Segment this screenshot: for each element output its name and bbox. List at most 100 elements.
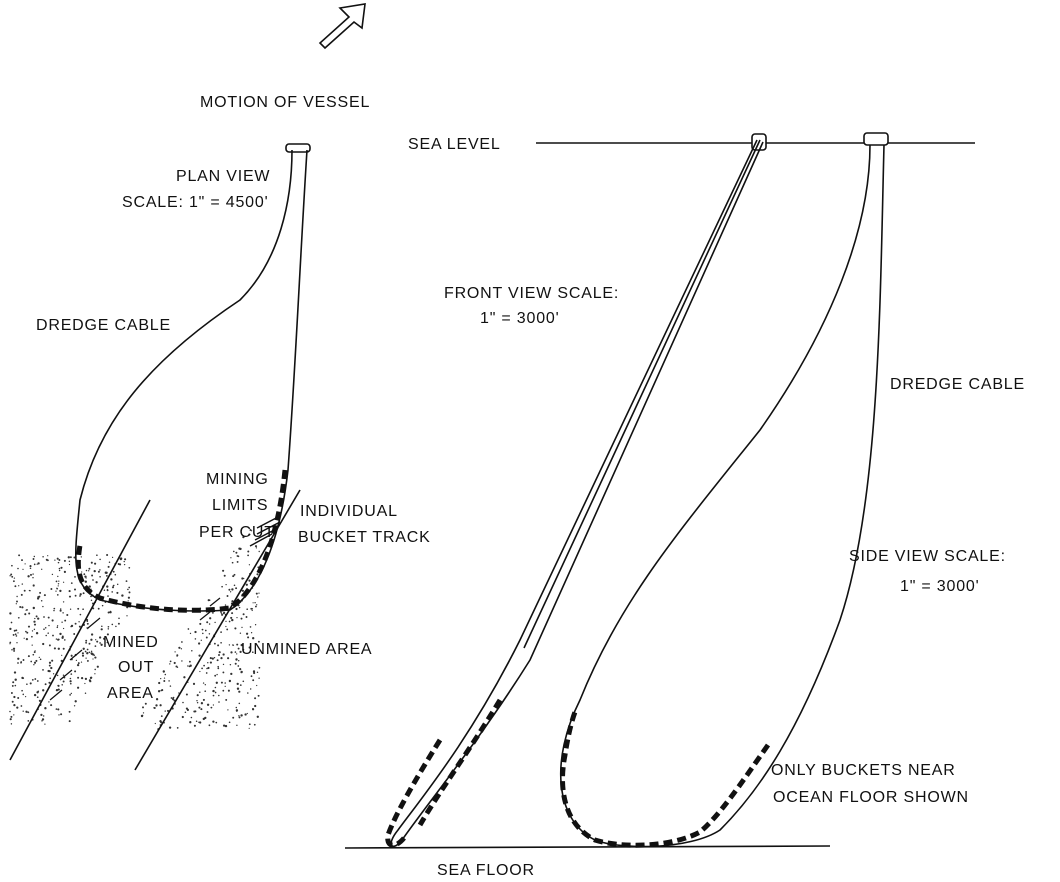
stipple-dot [30,660,33,663]
stipple-dot [94,673,96,675]
stipple-dot [22,710,24,712]
stipple-dot [47,669,50,673]
stipple-dot [176,666,179,668]
stipple-dot [128,566,131,569]
stipple-dot [19,606,22,608]
stipple-dot [119,557,123,561]
stipple-dot [89,680,92,683]
stipple-dot [154,722,156,725]
stipple-dot [35,615,38,618]
stipple-dot [54,559,56,561]
stipple-dot [12,633,15,636]
mining-limits-label-1: MINING [206,471,269,488]
stipple-dot [79,595,81,597]
stipple-dot [48,661,52,664]
stipple-dot [249,528,252,532]
stipple-dot [99,569,101,571]
stipple-dot [33,623,37,626]
side-view-label-2: 1" = 3000' [900,578,979,595]
plan-bucket-track [75,469,288,613]
stipple-dot [256,604,258,606]
stipple-dot [218,654,220,656]
stipple-dot [106,633,109,636]
stipple-dot [9,575,11,577]
stipple-dot [217,667,220,670]
stipple-dot [53,607,56,610]
stipple-dot [17,662,19,664]
stipple-dot [232,716,235,719]
stipple-dot [52,634,54,637]
stipple-dot [92,579,94,581]
front-dredge-cable [390,139,764,848]
stipple-dot [111,556,114,559]
mining-limits-label-2: LIMITS [212,497,268,514]
stipple-dot [199,622,202,625]
stipple-dot [101,604,104,607]
stipple-dot [15,603,17,605]
stipple-dot [250,607,253,610]
stipple-dot [210,706,213,709]
stipple-dot [59,608,62,610]
stipple-dot [248,723,251,726]
stipple-dot [62,612,64,614]
stipple-dot [218,651,221,654]
stipple-dot [123,563,126,566]
stipple-dot [201,628,204,631]
stipple-dot [53,609,55,612]
stipple-dot [86,652,89,655]
stipple-dot [188,660,191,663]
stipple-dot [170,697,173,699]
stipple-dot [13,629,16,632]
stipple-dot [61,621,63,623]
stipple-dot [11,648,13,651]
stipple-dot [233,573,236,576]
stipple-dot [214,621,216,624]
stipple-dot [258,677,260,679]
stipple-dot [39,591,42,594]
motion-arrow-icon [318,3,366,50]
stipple-dot [227,709,229,711]
stipple-dot [92,653,95,656]
stipple-dot [198,706,201,709]
stipple-dot [242,535,245,539]
stipple-dot [39,658,42,661]
stipple-dot [24,613,27,616]
stipple-dot [95,639,97,641]
stipple-dot [74,700,77,703]
stipple-dot [75,659,78,662]
stipple-dot [221,585,223,588]
stipple-dot [220,641,222,644]
stipple-dot [242,680,245,683]
stipple-dot [238,715,240,717]
stipple-dot [90,652,93,655]
stipple-dot [17,567,19,570]
stipple-dot [73,705,76,707]
stipple-dot [227,689,230,692]
stipple-dot [200,639,202,641]
stipple-dot [199,691,201,693]
mining-limits-label-3: PER CUT [199,524,275,541]
stipple-dot [222,689,225,692]
stipple-dot [153,707,155,709]
stipple-dot [52,673,55,675]
stipple-dot [228,721,231,724]
stipple-dot [231,644,234,646]
stipple-dot [90,599,93,602]
stipple-dot [79,593,82,596]
stipple-dot [160,721,163,724]
stipple-dot [33,555,36,558]
stipple-dot [235,706,238,709]
stipple-dot [10,621,13,624]
stipple-dot [256,715,259,718]
stipple-dot [237,659,240,662]
stipple-dot [205,672,208,674]
stipple-dot [256,684,258,687]
stipple-dot [18,585,20,587]
stipple-dot [204,629,207,632]
stipple-dot [214,674,217,677]
front-dredge-cable-inner [523,139,761,649]
stipple-dot [11,575,14,578]
stipple-dot [253,723,256,726]
stipple-dot [23,589,26,592]
stipple-dot [28,612,31,615]
